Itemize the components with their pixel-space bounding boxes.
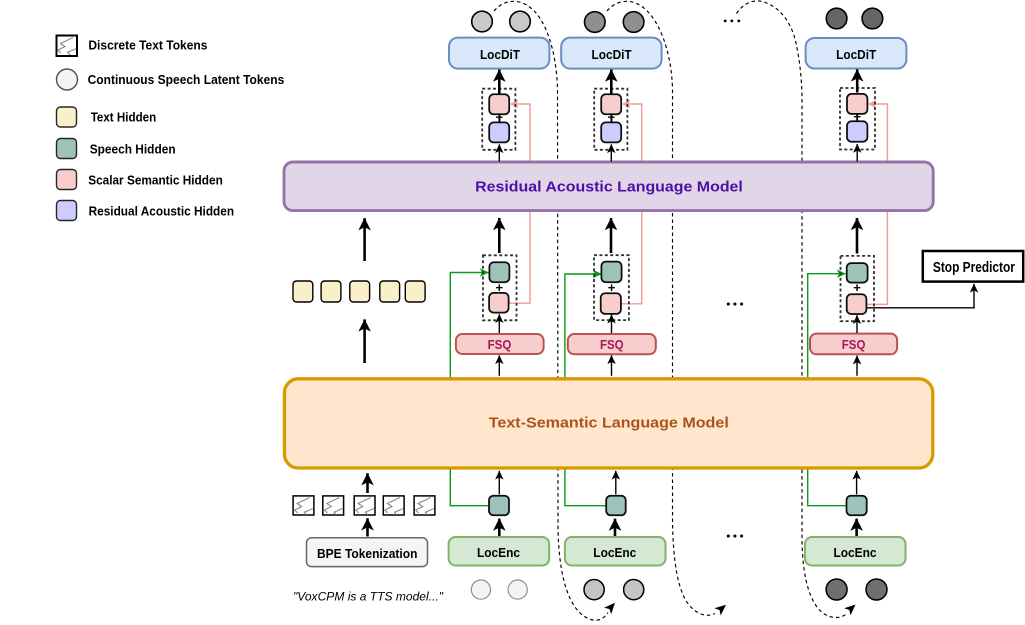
svg-text:Residual Acoustic Language Mod: Residual Acoustic Language Model xyxy=(475,178,743,195)
svg-text:Discrete Text Tokens: Discrete Text Tokens xyxy=(88,39,207,53)
svg-text:+: + xyxy=(853,109,861,124)
svg-text:+: + xyxy=(853,280,861,295)
svg-text:+: + xyxy=(496,280,504,295)
svg-text:LocEnc: LocEnc xyxy=(834,545,877,560)
svg-text:+: + xyxy=(496,110,504,125)
svg-text:Speech Hidden: Speech Hidden xyxy=(90,142,176,156)
svg-text:Text-Semantic Language Model: Text-Semantic Language Model xyxy=(489,415,729,432)
svg-text:Residual Acoustic Hidden: Residual Acoustic Hidden xyxy=(89,204,235,218)
svg-text:Continuous Speech Latent Token: Continuous Speech Latent Tokens xyxy=(88,73,285,87)
svg-text:LocDiT: LocDiT xyxy=(592,47,632,62)
svg-text:LocDiT: LocDiT xyxy=(480,47,520,62)
svg-text:Scalar Semantic Hidden: Scalar Semantic Hidden xyxy=(88,173,223,187)
svg-text:+: + xyxy=(608,110,616,125)
svg-text:BPE Tokenization: BPE Tokenization xyxy=(317,547,417,561)
svg-text:Stop Predictor: Stop Predictor xyxy=(933,260,1015,276)
svg-text:LocEnc: LocEnc xyxy=(593,545,636,560)
svg-text:"VoxCPM is a TTS model...": "VoxCPM is a TTS model..." xyxy=(293,590,444,604)
svg-text:+: + xyxy=(608,280,616,295)
svg-text:FSQ: FSQ xyxy=(842,337,866,352)
svg-text:FSQ: FSQ xyxy=(600,337,624,352)
svg-text:FSQ: FSQ xyxy=(488,337,512,352)
svg-text:Text Hidden: Text Hidden xyxy=(91,110,157,124)
svg-text:LocDiT: LocDiT xyxy=(836,47,876,62)
svg-text:LocEnc: LocEnc xyxy=(477,545,520,560)
